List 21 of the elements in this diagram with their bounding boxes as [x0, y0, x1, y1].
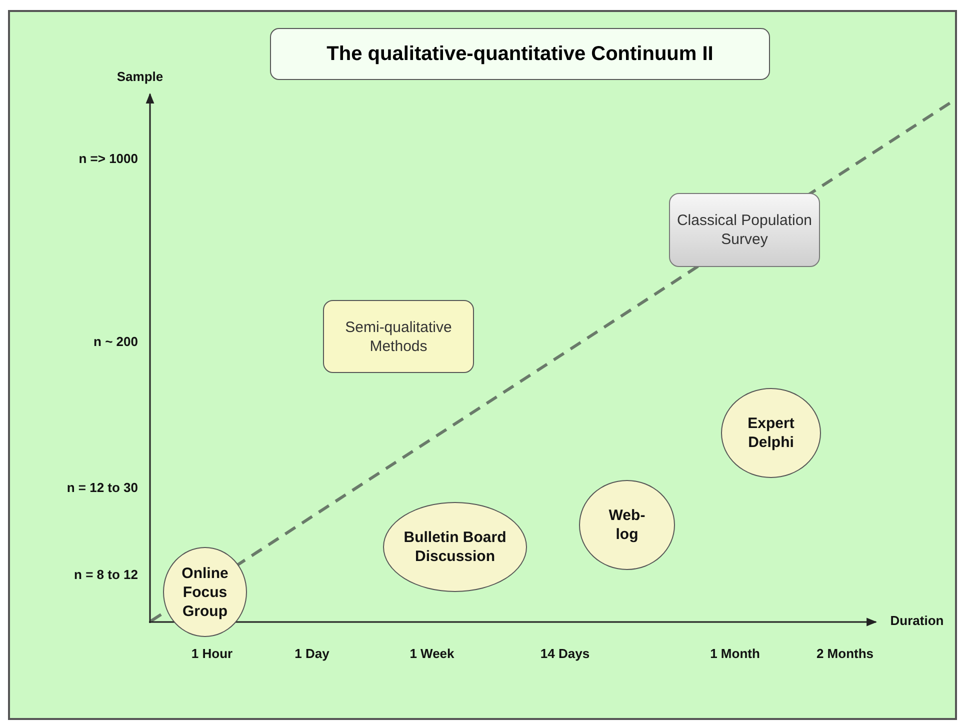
axis-tick-label: n => 1000: [78, 151, 138, 166]
method-box: [669, 193, 820, 267]
axis-title: Sample: [116, 69, 164, 84]
node-label: Web-log: [608, 506, 646, 544]
axis-tick-label: 2 Months: [816, 646, 874, 661]
axis-tick-label: 1 Week: [410, 646, 454, 661]
axis-tick-label: 1 Hour: [191, 646, 233, 661]
node-label: Bulletin Board Discussion: [402, 528, 508, 566]
axis-tick-label: 14 Days: [540, 646, 590, 661]
axis-tick-label: 1 Month: [710, 646, 760, 661]
node-label: Semi-qualitative Methods: [344, 318, 453, 356]
axis-tick-label: n ~ 200: [94, 334, 138, 349]
axis-tick-label: 1 Day: [294, 646, 330, 661]
node-label: Classical Population Survey: [676, 211, 814, 249]
title: The qualitative-quantitative Continuum II: [270, 28, 770, 80]
axis-tick-label: n = 12 to 30: [66, 480, 138, 495]
axis-tick-label: n = 8 to 12: [74, 567, 138, 582]
axis-title: Duration: [890, 613, 944, 628]
node-label: Online Focus Group: [180, 564, 230, 620]
node-label: Expert Delphi: [746, 414, 796, 452]
method-box: [323, 300, 474, 373]
